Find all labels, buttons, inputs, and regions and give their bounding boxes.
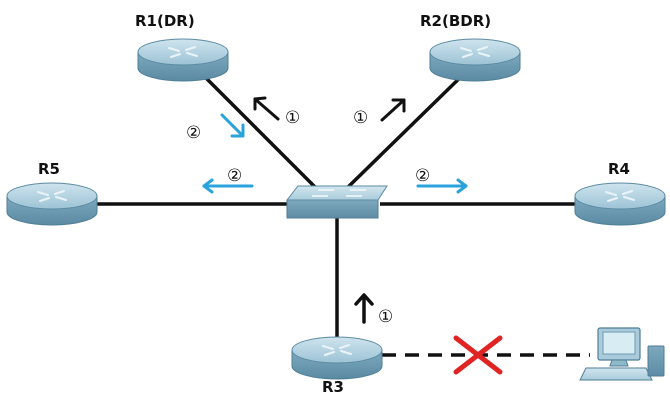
arrow-r4-step2	[416, 178, 468, 194]
router-r1-icon	[137, 38, 229, 82]
step-marker-r2-1: ①	[353, 108, 368, 128]
link-r1-switch	[198, 70, 320, 192]
step-marker-r4-2: ②	[415, 166, 430, 186]
pc-icon	[579, 327, 665, 381]
switch-icon	[285, 185, 388, 219]
arrow-r2-step1	[380, 98, 406, 122]
router-r3-icon	[291, 336, 383, 380]
link-r2-switch	[343, 64, 474, 192]
step-marker-r1-2: ②	[186, 123, 201, 143]
router-r5-label: R5	[38, 160, 60, 178]
step-marker-r1-1: ①	[285, 108, 300, 128]
arrow-r1-step2	[220, 113, 245, 138]
step-marker-r5-2: ②	[227, 166, 242, 186]
router-r1-label: R1(DR)	[135, 12, 195, 30]
router-r4-icon	[574, 182, 666, 226]
router-r4-label: R4	[608, 160, 630, 178]
router-r2-label: R2(BDR)	[420, 12, 492, 30]
router-r5-icon	[6, 182, 98, 226]
arrow-r5-step2	[202, 178, 254, 194]
router-r3-label: R3	[322, 378, 344, 396]
router-r2-icon	[429, 38, 521, 82]
red-x-icon	[453, 335, 503, 375]
step-marker-r3-1: ①	[378, 307, 393, 327]
arrow-r3-step1	[354, 293, 374, 324]
arrow-r1-step1	[253, 96, 280, 121]
links	[92, 64, 582, 346]
